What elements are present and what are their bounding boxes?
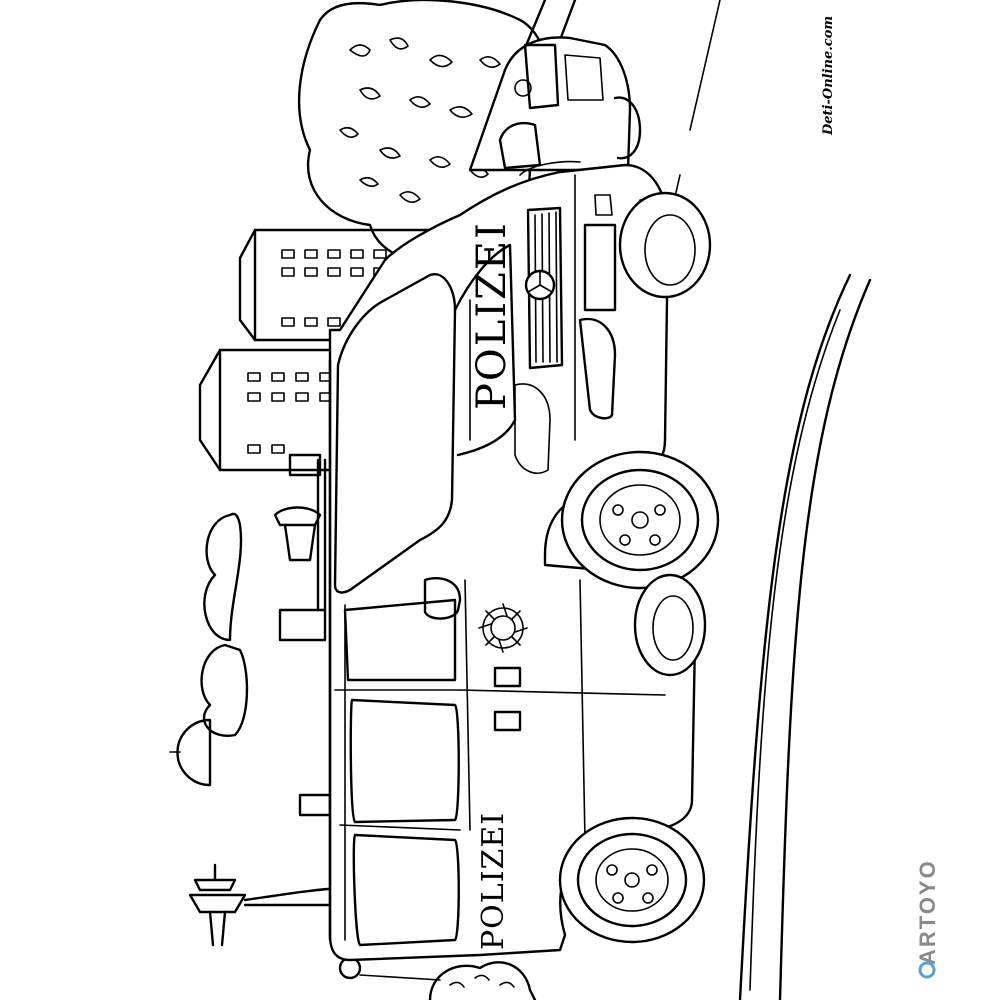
front-wheel bbox=[560, 450, 720, 590]
rear-wheel-far bbox=[633, 573, 707, 677]
police-van bbox=[316, 160, 698, 962]
bushes bbox=[428, 961, 537, 1000]
police-star-badge bbox=[478, 603, 528, 653]
brand-logo: ARTOYO bbox=[915, 859, 940, 979]
rear-wheel bbox=[558, 816, 706, 944]
front-wheel-far bbox=[618, 191, 712, 299]
rear-lettering: POLIZEI bbox=[476, 812, 511, 950]
clouds bbox=[200, 512, 249, 737]
hood-lettering: POLIZEI bbox=[469, 221, 515, 410]
brand-wordmark: ARTOYO bbox=[915, 859, 940, 965]
site-watermark: Deti-Online.com bbox=[821, 16, 836, 136]
sun bbox=[169, 718, 212, 787]
road bbox=[518, 0, 872, 1000]
brand-ring-icon bbox=[918, 961, 936, 979]
wheels bbox=[558, 191, 720, 944]
tower bbox=[188, 863, 342, 947]
background-police-car bbox=[468, 36, 642, 172]
